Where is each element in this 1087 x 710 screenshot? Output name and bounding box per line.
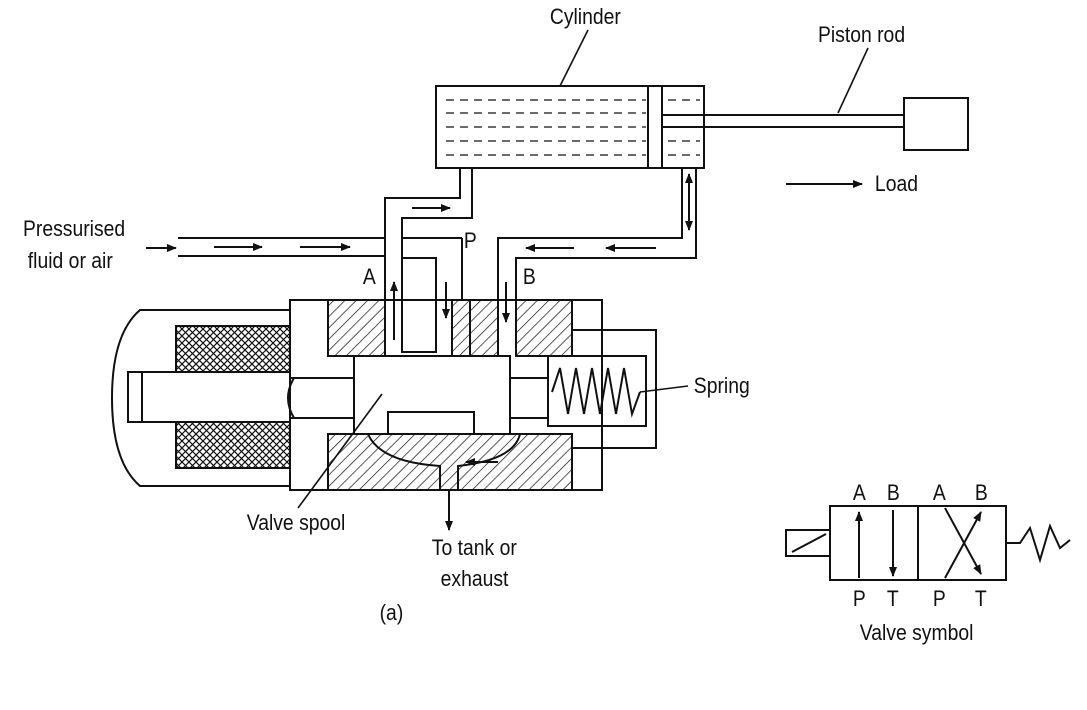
cylinder-label: Cylinder xyxy=(550,5,621,29)
spring-coil xyxy=(551,367,641,418)
pressurised-label-line1: Pressurised xyxy=(23,217,125,241)
cylinder xyxy=(435,85,705,169)
symbol-top-port-2: B xyxy=(887,481,900,505)
symbol-top-port-3: A xyxy=(933,481,946,505)
cylinder-fluid-dashes xyxy=(446,99,700,156)
valve-symbol-title: Valve symbol xyxy=(860,621,974,645)
caption-a: (a) xyxy=(380,601,404,625)
load-block xyxy=(903,97,969,151)
load-label: Load xyxy=(875,172,918,196)
symbol-top-port-4: B xyxy=(975,481,988,505)
valve-spool-label: Valve spool xyxy=(247,511,346,535)
symbol-bottom-port-4: T xyxy=(975,587,987,611)
tank-label-line1: To tank or xyxy=(432,536,517,560)
piston-rod-label: Piston rod xyxy=(818,23,905,47)
valve-symbol xyxy=(785,505,1071,581)
piston-rod xyxy=(662,114,904,128)
port-b-line xyxy=(497,168,697,300)
piston-head xyxy=(647,85,663,169)
pressurised-label-line2: fluid or air xyxy=(28,249,113,273)
port-b-label: B xyxy=(523,265,536,289)
symbol-bottom-port-2: T xyxy=(887,587,899,611)
port-p-label: P xyxy=(464,229,477,253)
symbol-bottom-port-1: P xyxy=(853,587,866,611)
spring-label: Spring xyxy=(694,374,750,398)
tank-label-line2: exhaust xyxy=(441,567,509,591)
symbol-bottom-port-3: P xyxy=(933,587,946,611)
solenoid xyxy=(110,309,291,487)
symbol-top-port-1: A xyxy=(853,481,866,505)
port-a-label: A xyxy=(363,265,376,289)
port-a-line xyxy=(384,168,473,300)
valve-body xyxy=(287,299,689,491)
